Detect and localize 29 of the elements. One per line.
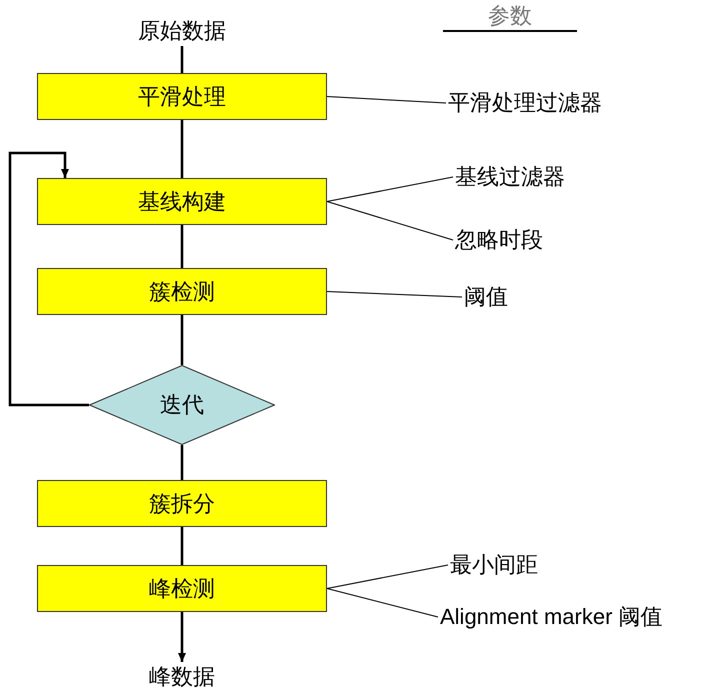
connector-line	[180, 46, 184, 73]
process-box: 峰检测	[37, 565, 327, 612]
parameter-label: 阈值	[464, 282, 508, 312]
input-label: 原始数据	[138, 16, 226, 46]
connector-line	[180, 120, 184, 178]
leader-line	[326, 291, 462, 298]
arrow	[8, 152, 89, 406]
diamond-label: 迭代	[160, 391, 204, 419]
connector-line	[180, 445, 184, 480]
parameter-label: 平滑处理过滤器	[448, 88, 602, 118]
process-box: 簇检测	[37, 268, 327, 315]
leader-line	[326, 201, 454, 240]
leader-line	[326, 176, 454, 202]
parameter-label: 基线过滤器	[455, 162, 565, 192]
leader-line	[326, 96, 446, 104]
parameter-label: 忽略时段	[455, 225, 543, 255]
process-box: 基线构建	[37, 178, 327, 225]
process-box: 簇拆分	[37, 480, 327, 527]
output-label: 峰数据	[149, 662, 215, 692]
leader-line	[326, 588, 438, 618]
connector-line	[180, 225, 184, 268]
leader-line	[326, 564, 448, 589]
process-box: 平滑处理	[37, 73, 327, 120]
column-heading: 参数	[443, 2, 577, 32]
parameter-label: 最小间距	[450, 550, 538, 580]
connector-line	[180, 315, 184, 365]
connector-line	[180, 527, 184, 565]
arrow	[178, 612, 186, 662]
parameter-label: Alignment marker 阈值	[440, 602, 663, 632]
